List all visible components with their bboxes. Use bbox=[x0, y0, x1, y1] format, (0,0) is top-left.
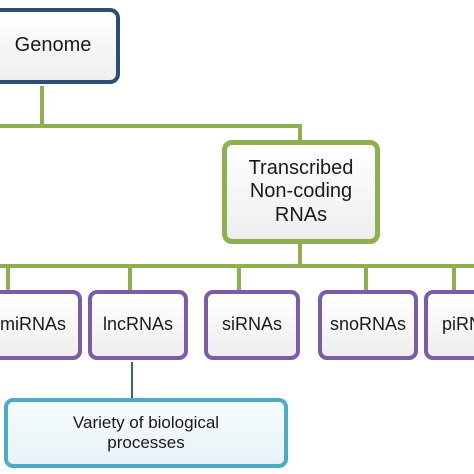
connector-leaf-snornas bbox=[364, 264, 368, 290]
node-pirnas: piRNAs bbox=[424, 290, 474, 360]
node-sirnas-label: siRNAs bbox=[221, 314, 282, 335]
node-transcribed-noncoding-rnas: Transcribed Non-coding RNAs bbox=[222, 140, 380, 244]
node-sirnas: siRNAs bbox=[204, 290, 300, 360]
node-snornas-label: snoRNAs bbox=[329, 314, 407, 335]
node-lncrnas-label: lncRNAs bbox=[102, 314, 173, 335]
node-snornas: snoRNAs bbox=[318, 290, 418, 360]
connector-branch-down bbox=[298, 244, 302, 266]
node-genome-label: Genome bbox=[14, 34, 92, 57]
connector-horizontal-top bbox=[0, 124, 302, 128]
connector-leaf-lncrnas bbox=[128, 264, 132, 290]
node-mirnas-label: miRNAs bbox=[0, 314, 66, 335]
connector-leaf-mirnas bbox=[6, 264, 10, 290]
node-outcome-line-2: processes bbox=[107, 433, 185, 452]
connector-root-down bbox=[40, 86, 44, 126]
connector-leaf-pirnas bbox=[452, 264, 456, 290]
connector-leaf-sirnas bbox=[237, 264, 241, 290]
node-branch-line-1: Transcribed bbox=[248, 156, 354, 179]
node-variety-of-biological-processes: Variety of biological processes bbox=[4, 398, 288, 468]
connector-to-branch bbox=[298, 124, 302, 140]
node-branch-line-3: RNAs bbox=[274, 203, 328, 226]
connector-lncrnas-to-outcome bbox=[131, 362, 133, 400]
node-outcome-line-1: Variety of biological bbox=[72, 412, 220, 432]
node-pirnas-label: piRNAs bbox=[442, 314, 474, 335]
node-branch-line-2: Non-coding bbox=[249, 180, 353, 203]
node-lncrnas: lncRNAs bbox=[88, 290, 188, 360]
node-mirnas: miRNAs bbox=[0, 290, 82, 360]
node-genome: Genome bbox=[0, 8, 120, 84]
